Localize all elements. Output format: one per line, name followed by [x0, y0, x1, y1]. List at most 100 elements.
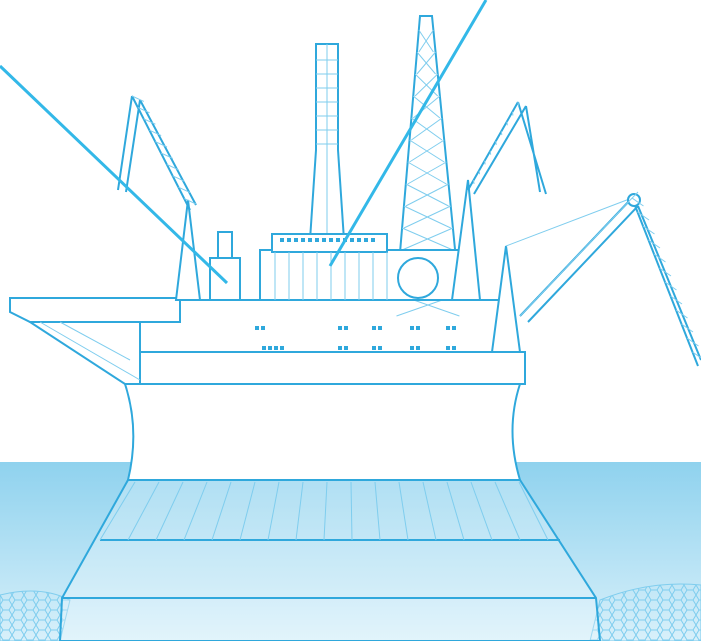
- boom-brace: [166, 163, 179, 171]
- boom-brace: [670, 295, 683, 305]
- helideck: [9, 297, 181, 323]
- deck-window: [416, 326, 420, 330]
- module-vent: [329, 238, 333, 242]
- deck-windows: [255, 326, 456, 350]
- module-details: [274, 238, 388, 300]
- boom-brace: [160, 152, 174, 159]
- upper-deck: [139, 299, 501, 353]
- hull-rib: [398, 481, 409, 541]
- seabed-left: [0, 590, 71, 641]
- crane-left-pedestal: [174, 199, 202, 301]
- hull-rib: [470, 481, 493, 541]
- crane-left-lattice: [131, 95, 197, 205]
- hull-rib: [155, 481, 184, 541]
- module-vent: [336, 238, 340, 242]
- deck-window: [338, 346, 342, 350]
- module-vent: [308, 238, 312, 242]
- deck-window: [378, 326, 382, 330]
- crane-right-boom: [519, 197, 701, 367]
- boom-brace: [183, 198, 197, 205]
- deck-window: [274, 346, 278, 350]
- stack-bands: [316, 44, 338, 240]
- module-vent: [315, 238, 319, 242]
- hull-rib: [267, 481, 280, 541]
- boom-brace: [137, 106, 150, 114]
- deck-window: [452, 326, 456, 330]
- deck-window: [372, 326, 376, 330]
- boom-brace: [642, 225, 655, 235]
- module-vent: [301, 238, 305, 242]
- hull-rib: [183, 481, 208, 541]
- hull-rib: [99, 481, 136, 541]
- module-vent: [280, 238, 284, 242]
- boom-brace: [637, 211, 650, 221]
- deck-window: [410, 326, 414, 330]
- boom-brace: [154, 141, 168, 148]
- callout-line-left: [0, 64, 229, 285]
- boom-brace: [143, 118, 156, 125]
- boom-brace: [648, 239, 661, 249]
- derrick-brace: [407, 161, 447, 185]
- module-vent: [371, 238, 375, 242]
- deck-window: [416, 346, 420, 350]
- module-vent: [294, 238, 298, 242]
- boom-brace: [131, 95, 145, 102]
- deck-window: [446, 326, 450, 330]
- sea: [0, 462, 701, 641]
- hull-rib: [518, 481, 549, 541]
- boom-brace: [686, 337, 699, 347]
- boom-brace: [675, 309, 688, 319]
- hull-column: [123, 383, 522, 481]
- derrick-brace: [403, 205, 451, 229]
- boom-brace: [622, 191, 639, 209]
- deck-window: [372, 346, 376, 350]
- boom-brace: [631, 197, 644, 207]
- derrick-brace: [418, 29, 434, 53]
- deck-window: [268, 346, 272, 350]
- crane-right-pedestal: [490, 245, 522, 353]
- hull-rib: [295, 481, 304, 541]
- crane-mid-boom: [467, 101, 547, 195]
- module-vent: [350, 238, 354, 242]
- deck-window: [338, 326, 342, 330]
- hull-rib: [211, 481, 232, 541]
- crane-mid-lattice: [473, 101, 519, 185]
- deck-window: [452, 346, 456, 350]
- hull-base: [58, 479, 602, 641]
- callout-line-right: [328, 0, 488, 267]
- deck-window: [261, 326, 265, 330]
- boom-brace: [149, 129, 162, 137]
- process-tank: [397, 257, 439, 299]
- hull-rib: [127, 481, 160, 541]
- hull-rib: [446, 481, 465, 541]
- hull-rib: [374, 481, 381, 541]
- hull-rib: [494, 481, 521, 541]
- deck-window: [446, 346, 450, 350]
- boom-brace: [692, 351, 701, 359]
- crane-right-lattice: [519, 191, 701, 359]
- boom-brace: [178, 186, 191, 194]
- deck-window: [255, 326, 259, 330]
- module-vent: [364, 238, 368, 242]
- derrick-brace: [401, 227, 454, 251]
- boom-brace: [172, 175, 185, 182]
- boom-brace: [653, 253, 666, 263]
- module-vent: [322, 238, 326, 242]
- derrick-brace: [411, 117, 443, 141]
- deck-window: [410, 346, 414, 350]
- hull-ribs: [99, 481, 549, 541]
- derrick-brace: [414, 73, 439, 97]
- deck-window: [378, 346, 382, 350]
- main-deck: [129, 351, 526, 385]
- deck-window: [344, 326, 348, 330]
- derrick-brace: [409, 139, 445, 163]
- module-vent: [357, 238, 361, 242]
- boom-brace: [681, 323, 694, 333]
- crane-left-boom: [117, 95, 197, 211]
- hull-rib: [422, 481, 437, 541]
- hull-rib: [239, 481, 256, 541]
- derrick-brace: [405, 183, 449, 207]
- hull-rib: [350, 481, 353, 541]
- crane-mid-pedestal: [450, 179, 482, 301]
